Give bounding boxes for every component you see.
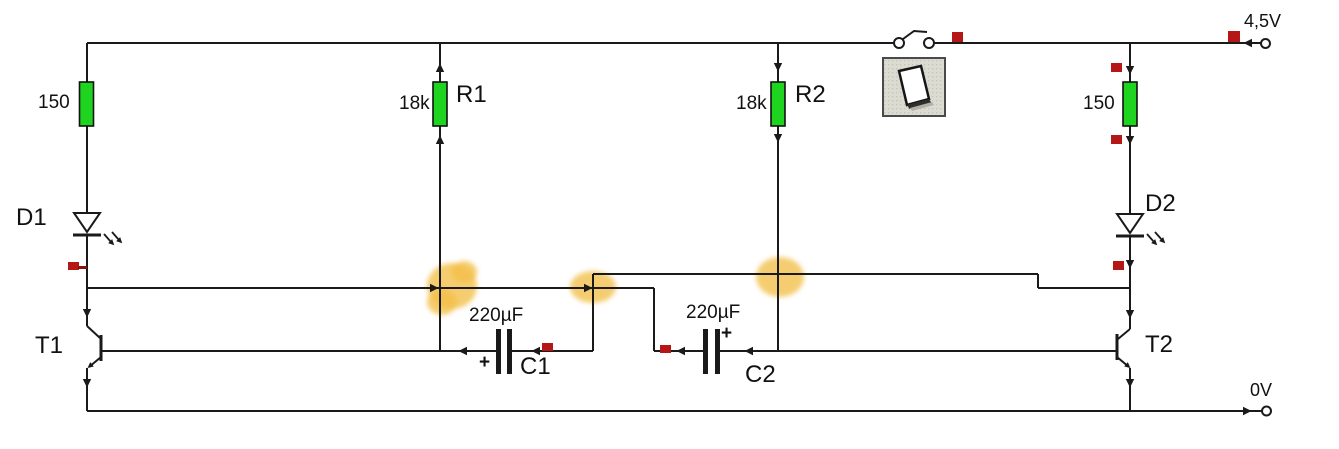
switch-contact-right[interactable] — [923, 37, 935, 49]
c1-plate-right — [507, 329, 512, 374]
current-arrow — [1125, 66, 1135, 75]
wire-t1-collector-to-c2[interactable] — [87, 287, 703, 352]
terminal-positive[interactable] — [1260, 38, 1271, 49]
switch-contact-left[interactable] — [893, 37, 905, 49]
label-resistor-150-right: 150 — [1083, 93, 1115, 114]
label-c2-value: 220µF — [686, 302, 741, 323]
current-arrow — [744, 346, 753, 356]
label-resistor-r1-value: 18k — [399, 93, 430, 114]
transistor-t1[interactable] — [85, 325, 103, 371]
switch-rocker-shadow — [910, 102, 934, 111]
resistor-150-right[interactable] — [1122, 81, 1138, 127]
label-c1: C1 — [520, 353, 551, 380]
probe-marker-c2 — [660, 345, 671, 353]
led-d1-emission-lines — [103, 231, 120, 243]
t2-collector-lead — [1117, 328, 1131, 340]
c1-plate-left — [496, 329, 501, 374]
probe-marker-r-right-top — [1111, 63, 1122, 72]
label-c2-polarity: + — [721, 323, 733, 344]
current-arrow — [82, 379, 92, 388]
resistor-r1[interactable] — [432, 81, 448, 127]
current-arrow — [676, 346, 685, 356]
label-positive-terminal: 4,5V — [1244, 11, 1282, 31]
capacitor-c1[interactable] — [496, 329, 512, 374]
label-d2: D2 — [1145, 190, 1176, 217]
label-negative-terminal: 0V — [1250, 380, 1273, 400]
probe-marker-c1 — [542, 343, 553, 351]
label-t1: T1 — [35, 332, 64, 359]
probe-marker-d2 — [1113, 261, 1124, 270]
current-arrows — [82, 38, 1252, 416]
switch-rocker-edge — [907, 99, 932, 109]
current-arrow — [1243, 38, 1252, 48]
led-d1[interactable] — [72, 212, 125, 248]
terminal-negative[interactable] — [1261, 405, 1272, 417]
current-arrow — [1125, 136, 1135, 145]
current-arrow — [1125, 310, 1135, 319]
probe-marker-top-rail — [952, 32, 963, 42]
current-arrow — [773, 134, 783, 143]
resistor-150-left[interactable] — [78, 81, 95, 127]
label-resistor-150-left: 150 — [38, 92, 70, 113]
t1-collector-lead — [86, 325, 101, 339]
label-c2: C2 — [745, 361, 776, 388]
current-arrow — [1125, 260, 1135, 269]
led-d2[interactable] — [1115, 213, 1168, 248]
led-d2-emission-lines — [1146, 231, 1163, 243]
label-c1-value: 220µF — [469, 305, 524, 326]
highlight-crossing-r1-tail — [427, 289, 457, 315]
label-t2: T2 — [1145, 331, 1174, 358]
probe-marker-d1-tail — [78, 266, 87, 269]
label-r2: R2 — [795, 81, 826, 108]
wires[interactable] — [86, 42, 1262, 412]
transistor-t2[interactable] — [1115, 328, 1133, 371]
current-arrow — [1125, 379, 1135, 388]
current-arrow — [435, 135, 445, 144]
c2-plate-left — [703, 329, 708, 374]
capacitor-c2[interactable] — [703, 329, 720, 374]
probe-marker-r-right-bottom — [1111, 135, 1122, 144]
current-arrow — [435, 63, 445, 72]
probe-markers — [68, 31, 1240, 353]
label-d1: D1 — [16, 204, 47, 231]
c2-plate-right — [715, 329, 720, 374]
label-resistor-r2-value: 18k — [736, 93, 767, 114]
highlight-crossing-r1-top — [451, 261, 477, 283]
switch-lever[interactable] — [902, 29, 928, 40]
led-d2-triangle — [1115, 213, 1145, 235]
switch[interactable] — [882, 29, 946, 117]
led-d1-triangle — [72, 212, 102, 234]
highlight-crossing-r2 — [756, 257, 804, 297]
current-arrow — [1243, 406, 1252, 416]
resistor-r2[interactable] — [770, 81, 786, 127]
label-c1-polarity: + — [479, 352, 491, 373]
current-arrow — [458, 346, 467, 356]
probe-marker-d1 — [68, 262, 79, 270]
probe-marker-positive — [1228, 31, 1240, 42]
current-arrow — [773, 63, 783, 72]
current-arrow — [82, 309, 92, 318]
label-r1: R1 — [456, 81, 487, 108]
